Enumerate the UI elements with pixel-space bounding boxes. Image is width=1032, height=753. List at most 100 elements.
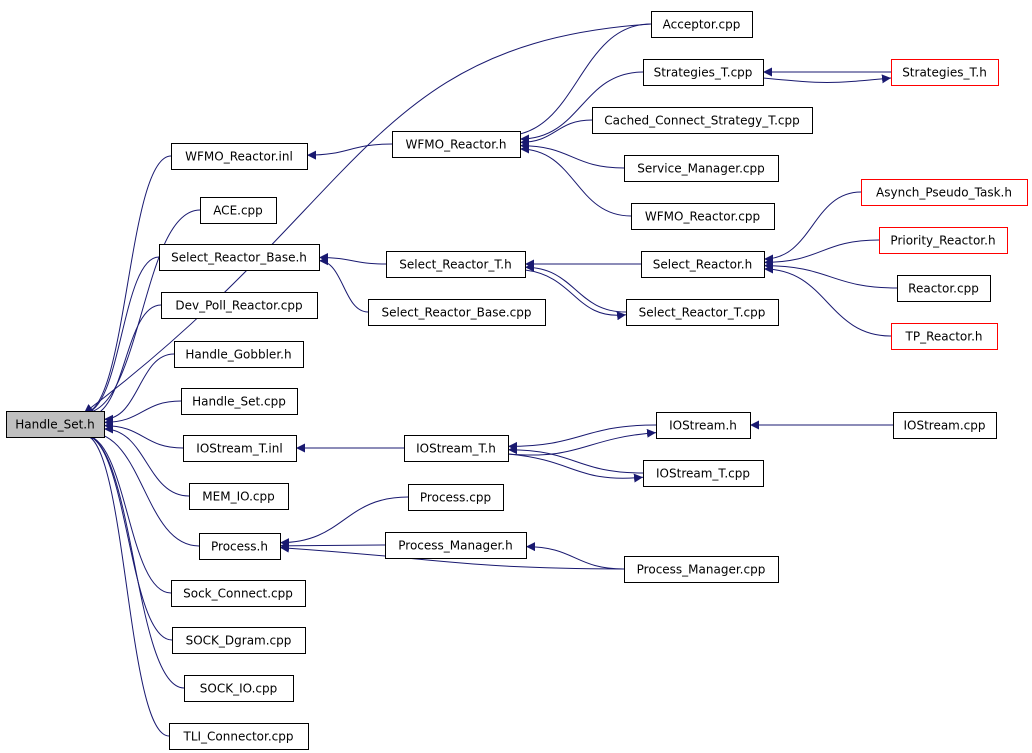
node-label: IOStream_T.cpp [656,467,750,481]
node-service-manager-cpp[interactable]: Service_Manager.cpp [624,155,779,182]
edge-wfmo-reactor-h-to-wfmo-reactor-inl [306,143,393,160]
node-select-reactor-base-cpp[interactable]: Select_Reactor_Base.cpp [368,299,546,326]
node-box [385,532,527,559]
node-tli-connector-cpp[interactable]: TLI_Connector.cpp [169,723,309,750]
node-label: Cached_Connect_Strategy_T.cpp [604,114,800,128]
node-tp-reactor-h[interactable]: TP_Reactor.h [891,323,998,350]
node-sock-connect-cpp[interactable]: Sock_Connect.cpp [171,580,306,607]
node-select-reactor-h[interactable]: Select_Reactor.h [641,251,765,278]
edge-handle-set-cpp-to-handle-set-h [103,400,182,427]
node-box [656,412,751,439]
node-label: IOStream.cpp [903,419,985,433]
node-label: Reactor.cpp [908,282,979,296]
node-wfmo-reactor-h[interactable]: WFMO_Reactor.h [392,131,521,158]
edge-process-h-to-handle-set-h [88,427,200,547]
edge-iostream-t-h-to-iostream-h [507,428,657,456]
node-label: Handle_Gobbler.h [185,348,291,362]
node-box [174,341,304,368]
node-dev-poll-reactor-cpp[interactable]: Dev_Poll_Reactor.cpp [161,292,318,319]
node-wfmo-reactor-cpp[interactable]: WFMO_Reactor.cpp [631,203,775,230]
node-asynch-pseudo-task-h[interactable]: Asynch_Pseudo_Task.h [861,179,1028,206]
edge-process-manager-cpp-to-process-h [279,543,625,570]
node-priority-reactor-h[interactable]: Priority_Reactor.h [879,227,1008,254]
node-process-cpp[interactable]: Process.cpp [408,484,504,511]
edge-mem-io-cpp-to-handle-set-h [103,424,190,497]
node-handle-set-cpp[interactable]: Handle_Set.cpp [181,388,298,415]
node-box [159,244,320,271]
edge-strategies-t-cpp-to-wfmo-reactor-h [519,71,644,144]
node-box [631,203,775,230]
node-box [641,251,765,278]
node-box [199,533,281,560]
node-iostream-h[interactable]: IOStream.h [656,412,751,439]
node-box [404,435,509,462]
nodes-layer: Handle_Set.h Acceptor.cppStrategies_T.cpp… [6,11,1028,750]
edge-process-cpp-to-process-h [279,496,409,548]
node-label: ACE.cpp [213,204,263,218]
edge-cached-connect-strategy-t-cpp-to-wfmo-reactor-h [519,119,593,147]
node-label: Asynch_Pseudo_Task.h [876,186,1012,200]
node-label: WFMO_Reactor.h [406,138,507,152]
node-handle-set-h: Handle_Set.h [6,411,105,438]
node-box [592,107,813,134]
node-select-reactor-t-cpp[interactable]: Select_Reactor_T.cpp [626,299,779,326]
node-label: Sock_Connect.cpp [183,587,293,601]
node-box [891,323,998,350]
node-select-reactor-t-h[interactable]: Select_Reactor_T.h [386,251,526,278]
node-box [891,59,999,86]
edge-tli-connector-cpp-to-handle-set-h [83,430,170,737]
edge-select-reactor-t-h-to-select-reactor-base-h [318,252,387,265]
node-label: WFMO_Reactor.cpp [645,210,760,224]
node-label: SOCK_Dgram.cpp [186,634,292,648]
node-iostream-t-h[interactable]: IOStream_T.h [404,435,509,462]
node-handle-gobbler-h[interactable]: Handle_Gobbler.h [174,341,304,368]
node-wfmo-reactor-inl[interactable]: WFMO_Reactor.inl [171,143,308,170]
node-acceptor-cpp[interactable]: Acceptor.cpp [651,11,753,38]
node-select-reactor-base-h[interactable]: Select_Reactor_Base.h [159,244,320,271]
node-sock-dgram-cpp[interactable]: SOCK_Dgram.cpp [172,627,306,654]
node-strategies-t-cpp[interactable]: Strategies_T.cpp [643,59,764,86]
node-label: Handle_Set.cpp [192,395,286,409]
node-label: IOStream_T.inl [196,442,282,456]
node-label: TLI_Connector.cpp [183,730,294,744]
node-box [6,411,105,438]
node-mem-io-cpp[interactable]: MEM_IO.cpp [189,483,289,510]
node-process-manager-cpp[interactable]: Process_Manager.cpp [624,556,779,583]
node-label: Select_Reactor_T.h [399,258,511,272]
edge-process-manager-h-to-process-h [279,541,386,551]
node-label: IOStream_T.h [416,442,496,456]
node-label: WFMO_Reactor.inl [185,150,293,164]
edge-strategies-t-cpp-to-strategies-t-h [762,74,892,84]
node-iostream-t-inl[interactable]: IOStream_T.inl [183,435,297,462]
node-label: IOStream.h [669,419,737,433]
node-box [624,556,779,583]
node-reactor-cpp[interactable]: Reactor.cpp [897,275,991,302]
node-sock-io-cpp[interactable]: SOCK_IO.cpp [184,675,294,702]
node-process-h[interactable]: Process.h [199,533,281,560]
node-box [171,143,308,170]
edge-select-reactor-t-h-to-select-reactor-t-cpp [524,269,627,321]
node-box [172,627,306,654]
node-strategies-t-h[interactable]: Strategies_T.h [891,59,999,86]
node-box [169,723,309,750]
node-cached-connect-strategy-t-cpp[interactable]: Cached_Connect_Strategy_T.cpp [592,107,813,134]
node-process-manager-h[interactable]: Process_Manager.h [385,532,527,559]
node-label: Service_Manager.cpp [637,162,765,176]
node-box [408,484,504,511]
node-box [161,292,318,319]
node-box [861,179,1028,206]
node-iostream-cpp[interactable]: IOStream.cpp [893,412,997,439]
node-box [181,388,298,415]
node-box [893,412,997,439]
edge-reactor-cpp-to-select-reactor-h [763,261,898,289]
node-box [183,435,297,462]
edge-select-reactor-base-h-to-handle-set-h [83,256,160,418]
edge-iostream-h-to-iostream-t-h [507,424,657,451]
node-label: Select_Reactor_T.cpp [639,306,766,320]
node-iostream-t-cpp[interactable]: IOStream_T.cpp [643,460,764,487]
edge-iostream-t-inl-to-handle-set-h [103,421,184,449]
node-label: Handle_Set.h [15,418,94,432]
node-ace-cpp[interactable]: ACE.cpp [200,197,277,224]
node-box [184,675,294,702]
edge-select-reactor-t-cpp-to-select-reactor-t-h [524,262,627,313]
